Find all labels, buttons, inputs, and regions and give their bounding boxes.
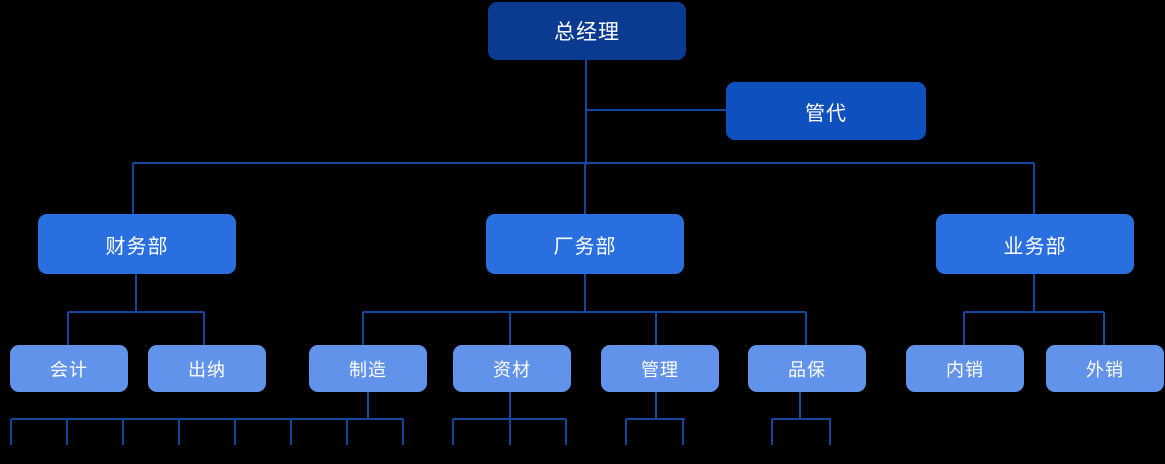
connector-factory-to-manufact [362,312,364,345]
connector-sales-bus [964,311,1104,313]
connector-material-child-2 [509,419,511,445]
org-node-label-gm: 总经理 [554,21,620,44]
org-node-label-export: 外销 [1086,359,1124,380]
org-node-label-cashier: 出纳 [188,359,226,380]
org-node-quality[interactable]: 品保 [748,345,866,392]
org-node-manufact[interactable]: 制造 [309,345,427,392]
connector-sales-to-export [1103,312,1105,345]
connector-factory-trunk [584,274,586,312]
connector-sales-to-domestic [963,312,965,345]
connector-manufact-child-4 [178,419,180,445]
connector-manufact-child-8 [402,419,404,445]
connector-manage-child-1 [625,419,627,445]
connector-material-child-3 [565,419,567,445]
org-node-label-material: 资材 [493,359,531,380]
connector-manufact-child-7 [346,419,348,445]
org-node-manage[interactable]: 管理 [601,345,719,392]
connector-manufact-child-6 [290,419,292,445]
connector-finance-trunk [135,274,137,312]
connector-quality-bus [772,418,831,420]
connector-bus-to-sales [1033,163,1035,214]
connector-bus-to-factory [584,163,586,214]
org-node-label-mr: 管代 [805,102,847,125]
org-node-domestic[interactable]: 内销 [906,345,1024,392]
org-node-label-manage: 管理 [641,359,679,380]
org-node-sales[interactable]: 业务部 [936,214,1134,274]
connector-finance-to-cashier [203,312,205,345]
org-node-label-sales: 业务部 [1003,235,1067,258]
org-node-accounting[interactable]: 会计 [10,345,128,392]
connector-manufact-bus [11,418,403,420]
org-node-label-manufact: 制造 [349,359,387,380]
org-node-label-accounting: 会计 [50,359,88,380]
connector-material-child-1 [452,419,454,445]
connector-quality-child-2 [829,419,831,445]
connector-manage-child-2 [682,419,684,445]
connector-quality-child-1 [771,419,773,445]
org-node-gm[interactable]: 总经理 [488,2,686,60]
connector-manufact-trunk [367,392,369,419]
connector-sales-trunk [1033,274,1035,312]
connector-finance-to-accounting [67,312,69,345]
connector-quality-trunk [799,392,801,419]
org-node-mr[interactable]: 管代 [726,82,926,140]
connector-factory-to-manage [655,312,657,345]
connector-manufact-child-2 [66,419,68,445]
org-node-label-finance: 财务部 [105,235,169,258]
connector-level1-bus [133,162,1034,164]
connector-factory-bus [363,311,806,313]
org-node-export[interactable]: 外销 [1046,345,1164,392]
connector-gm-to-mr-branch [586,109,726,111]
connector-material-trunk [509,392,511,419]
connector-manufact-child-3 [122,419,124,445]
connector-finance-bus [68,311,204,313]
connector-manufact-child-5 [234,419,236,445]
org-node-finance[interactable]: 财务部 [38,214,236,274]
org-node-label-domestic: 内销 [946,359,984,380]
connector-manage-bus [626,418,685,420]
org-node-cashier[interactable]: 出纳 [148,345,266,392]
org-node-material[interactable]: 资材 [453,345,571,392]
connector-manage-trunk [655,392,657,419]
org-node-factory[interactable]: 厂务部 [486,214,684,274]
org-node-label-quality: 品保 [788,359,826,380]
connector-manufact-child-1 [10,419,12,445]
connector-bus-to-finance [132,163,134,214]
connector-factory-to-material [509,312,511,345]
org-node-label-factory: 厂务部 [553,235,617,258]
connector-factory-to-quality [805,312,807,345]
connector-gm-trunk [585,60,587,165]
